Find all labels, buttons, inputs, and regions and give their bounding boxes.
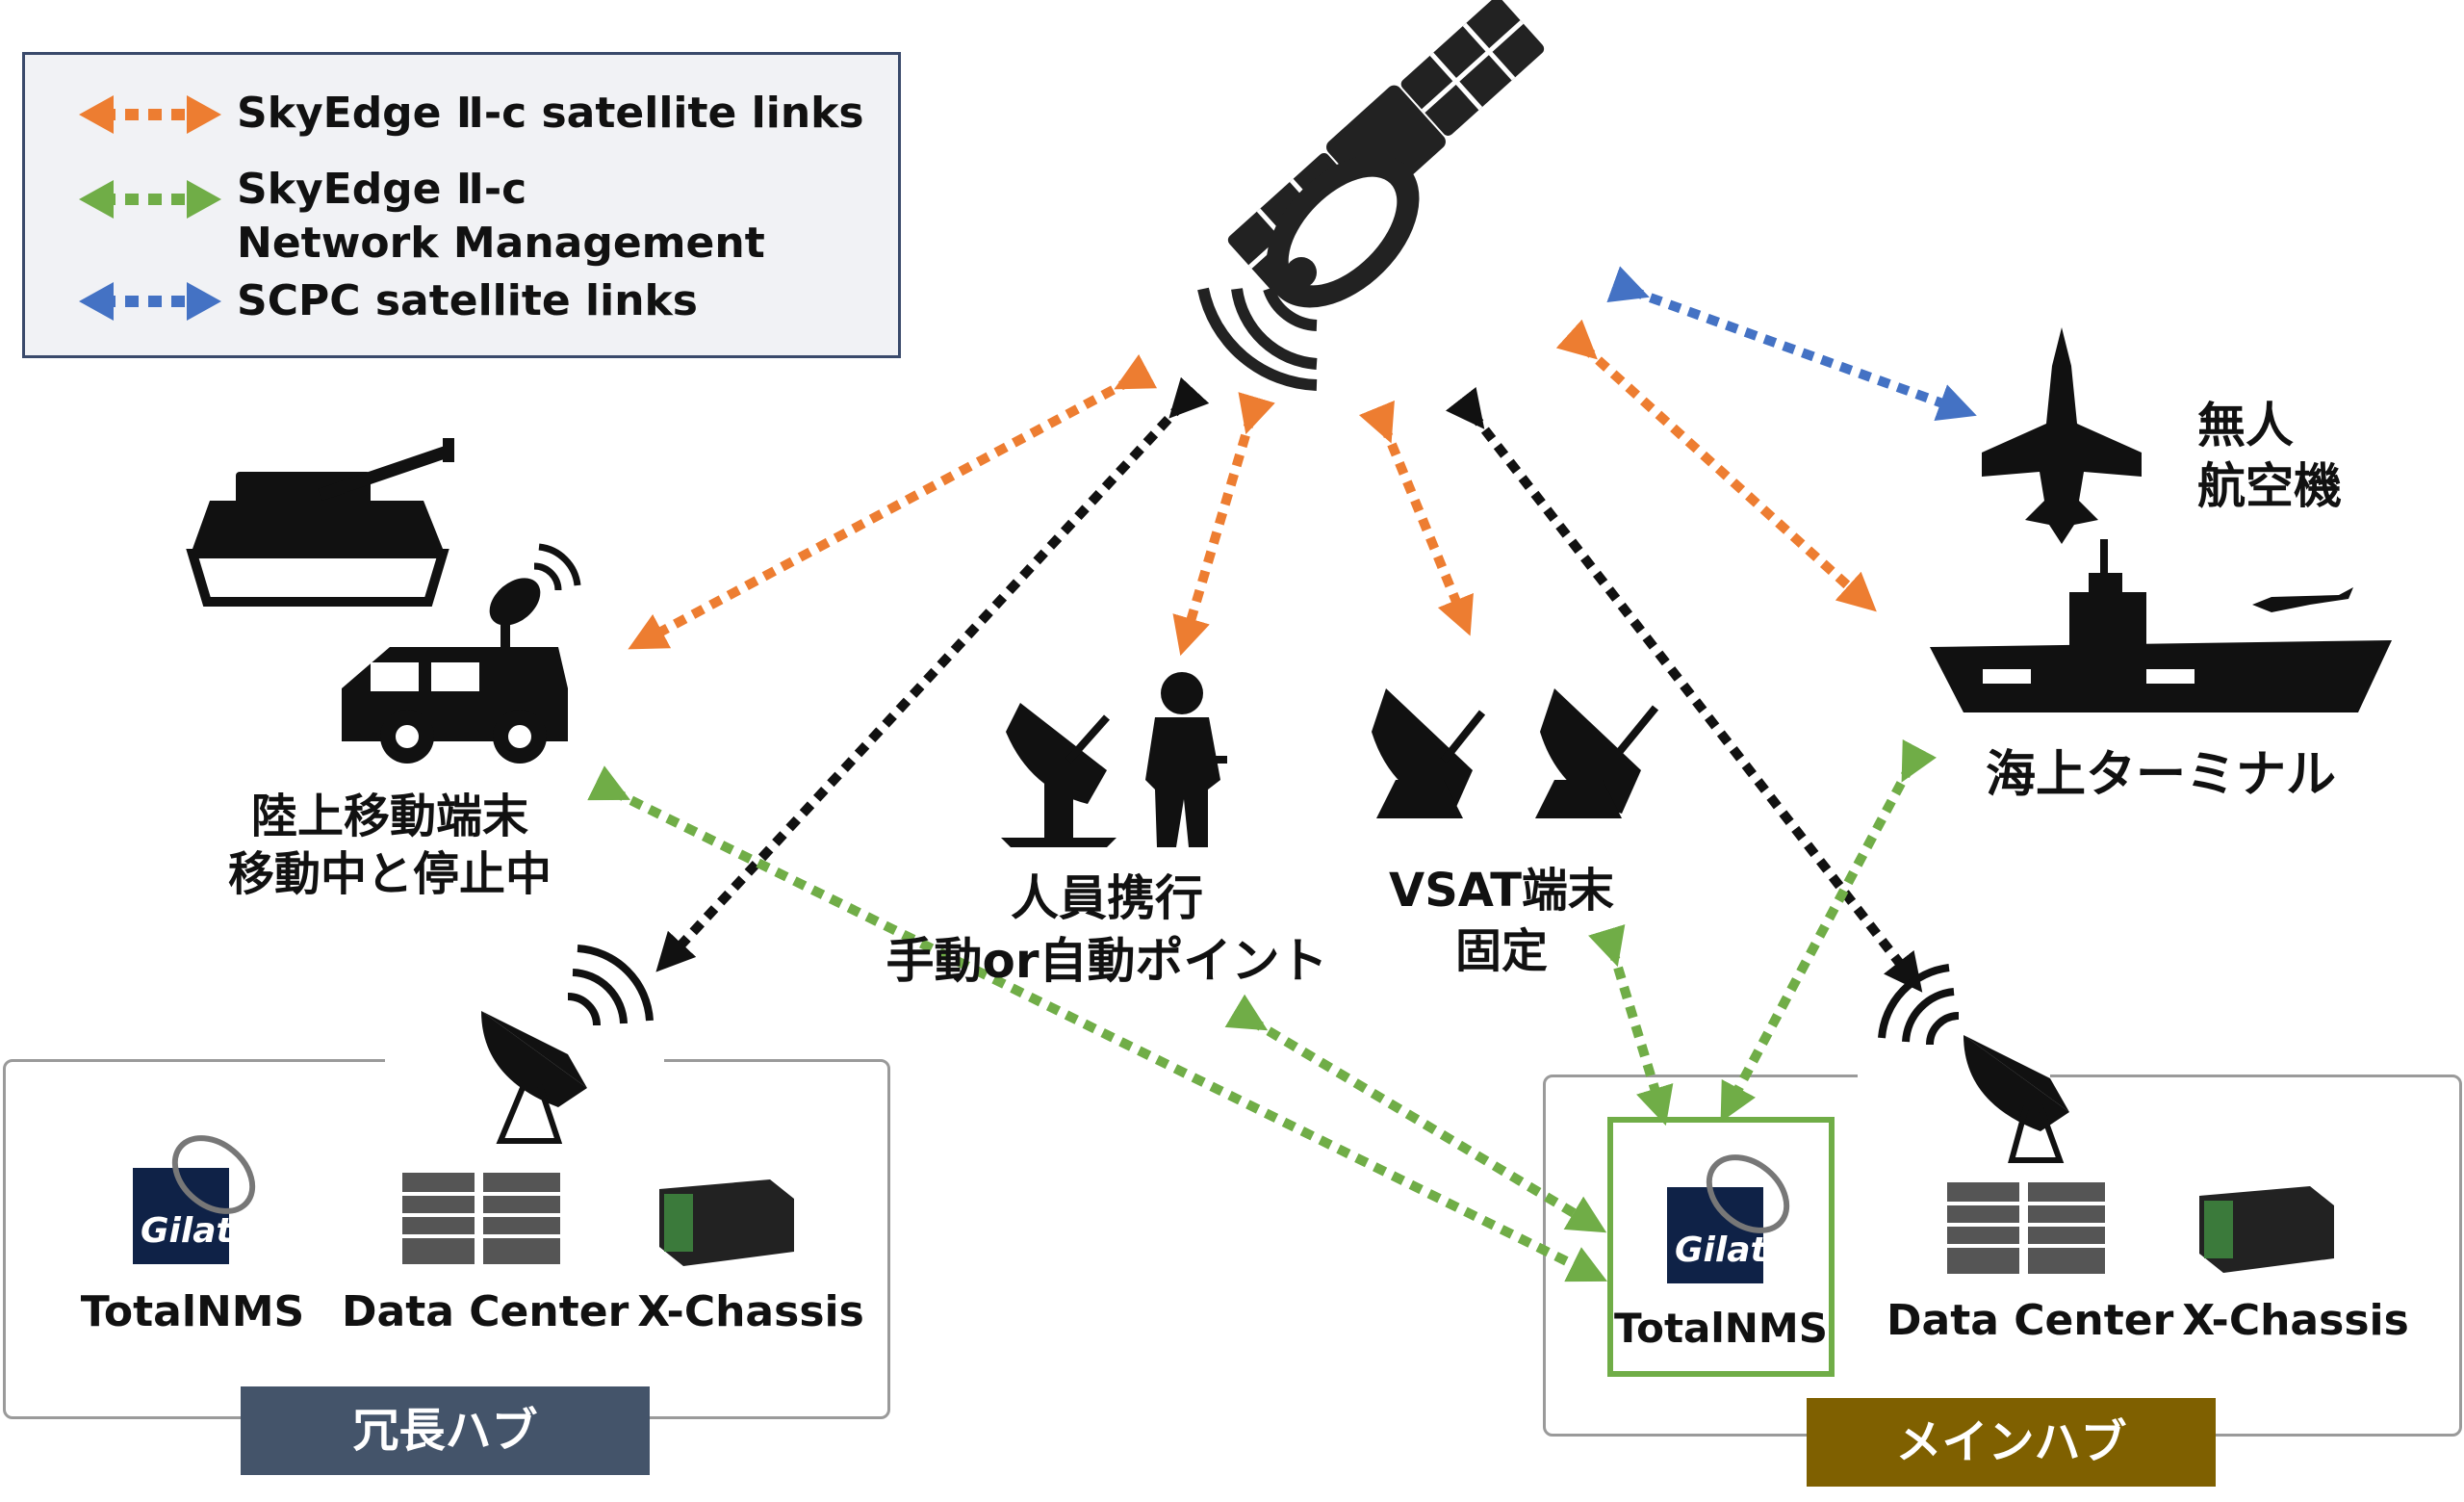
legend-arrows — [79, 95, 221, 321]
legend-satellite-links-label: SkyEdge Ⅱ-c satellite links — [237, 89, 864, 138]
redundant-hub-dish-icon — [481, 945, 654, 1144]
main-chassis-icon — [2199, 1186, 2334, 1273]
soldier-icon — [1145, 672, 1227, 847]
link-green-vsat — [1588, 924, 1674, 1126]
uav-icon — [1982, 327, 2142, 544]
link-orange-maritime — [1555, 319, 1877, 612]
satellite-icon — [1197, 0, 1545, 391]
aircraft-carrier-icon — [1930, 539, 2392, 712]
redundant-datacenter-label: Data Center — [342, 1287, 629, 1336]
main-totalnms-label: TotalNMS — [1614, 1305, 1828, 1352]
manpack-label-line2: 手動or自動ポイント — [886, 933, 1328, 989]
maritime-label: 海上ターミナル — [1986, 746, 2337, 804]
main-datacenter-label: Data Center — [1886, 1296, 2174, 1345]
legend-nms-label-line2: Network Management — [237, 219, 765, 268]
land-mobile-label-line1: 陸上移動端末 — [250, 790, 528, 843]
redundant-hub-tag: 冗長ハブ — [241, 1386, 650, 1475]
uav-label-line2: 航空機 — [2197, 458, 2342, 514]
redundant-chassis-icon — [659, 1179, 794, 1266]
vsat-dish-icon-1 — [1372, 688, 1486, 818]
vsat-dish-icon-2 — [1535, 688, 1659, 818]
main-xchassis-label: X-Chassis — [2182, 1296, 2409, 1345]
land-mobile-label-line2: 移動中と停止中 — [227, 847, 552, 901]
vsat-label-line2: 固定 — [1454, 924, 1548, 978]
manpack-dish-icon — [1001, 703, 1116, 847]
link-orange-manpack — [1172, 392, 1275, 657]
main-hub-tag: メインハブ — [1807, 1398, 2216, 1487]
tank-icon — [186, 438, 454, 607]
legend-orange-arrow-icon — [79, 95, 221, 134]
legend-nms-label-line1: SkyEdge Ⅱ-c — [237, 165, 527, 214]
link-orange-land — [628, 353, 1158, 650]
legend: SkyEdge Ⅱ-c satellite links SkyEdge Ⅱ-c … — [22, 52, 901, 358]
link-green-manpack — [1224, 994, 1607, 1233]
vsat-label-line1: VSAT端末 — [1389, 864, 1614, 918]
main-gilat-logo-icon — [1667, 1154, 1790, 1283]
uav-label-line1: 無人 — [2197, 398, 2294, 453]
legend-blue-arrow-icon — [79, 282, 221, 321]
main-gilat-logo-text: Gilat — [1675, 1230, 1767, 1270]
legend-green-arrow-icon — [79, 180, 221, 219]
redundant-xchassis-label: X-Chassis — [637, 1287, 864, 1336]
link-green-maritime — [1720, 738, 1938, 1123]
link-orange-vsat — [1358, 400, 1474, 636]
van-icon — [342, 543, 581, 764]
legend-scpc-label: SCPC satellite links — [237, 276, 698, 325]
redundant-gilat-logo-icon — [133, 1135, 256, 1264]
main-server-icon — [1947, 1182, 2105, 1274]
manpack-label-line1: 人員携行 — [1011, 870, 1203, 926]
redundant-totalnms-label: TotalNMS — [80, 1287, 305, 1336]
main-hub-dish-icon — [1878, 964, 2069, 1163]
link-blue-uav — [1606, 266, 1977, 422]
redundant-server-icon — [402, 1173, 560, 1264]
redundant-gilat-logo-text: Gilat — [141, 1211, 233, 1251]
